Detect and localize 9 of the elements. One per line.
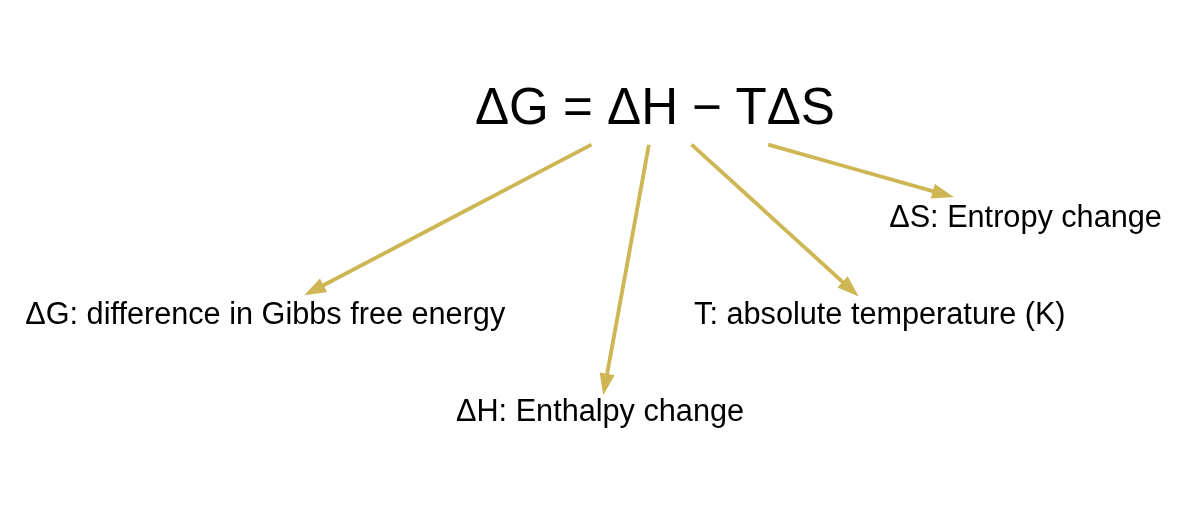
node-text: ΔH: Enthalpy change (456, 392, 745, 427)
node-text: ΔG: difference in Gibbs free energy (25, 295, 506, 330)
arrow (690, 143, 859, 297)
arrow (304, 142, 593, 296)
node-text: T: absolute temperature (K) (694, 295, 1066, 330)
node-text: ΔS: Entropy change (889, 198, 1162, 233)
arrow (767, 142, 954, 199)
arrow (599, 144, 651, 396)
node-text: ΔG = ΔH − TΔS (474, 78, 835, 136)
